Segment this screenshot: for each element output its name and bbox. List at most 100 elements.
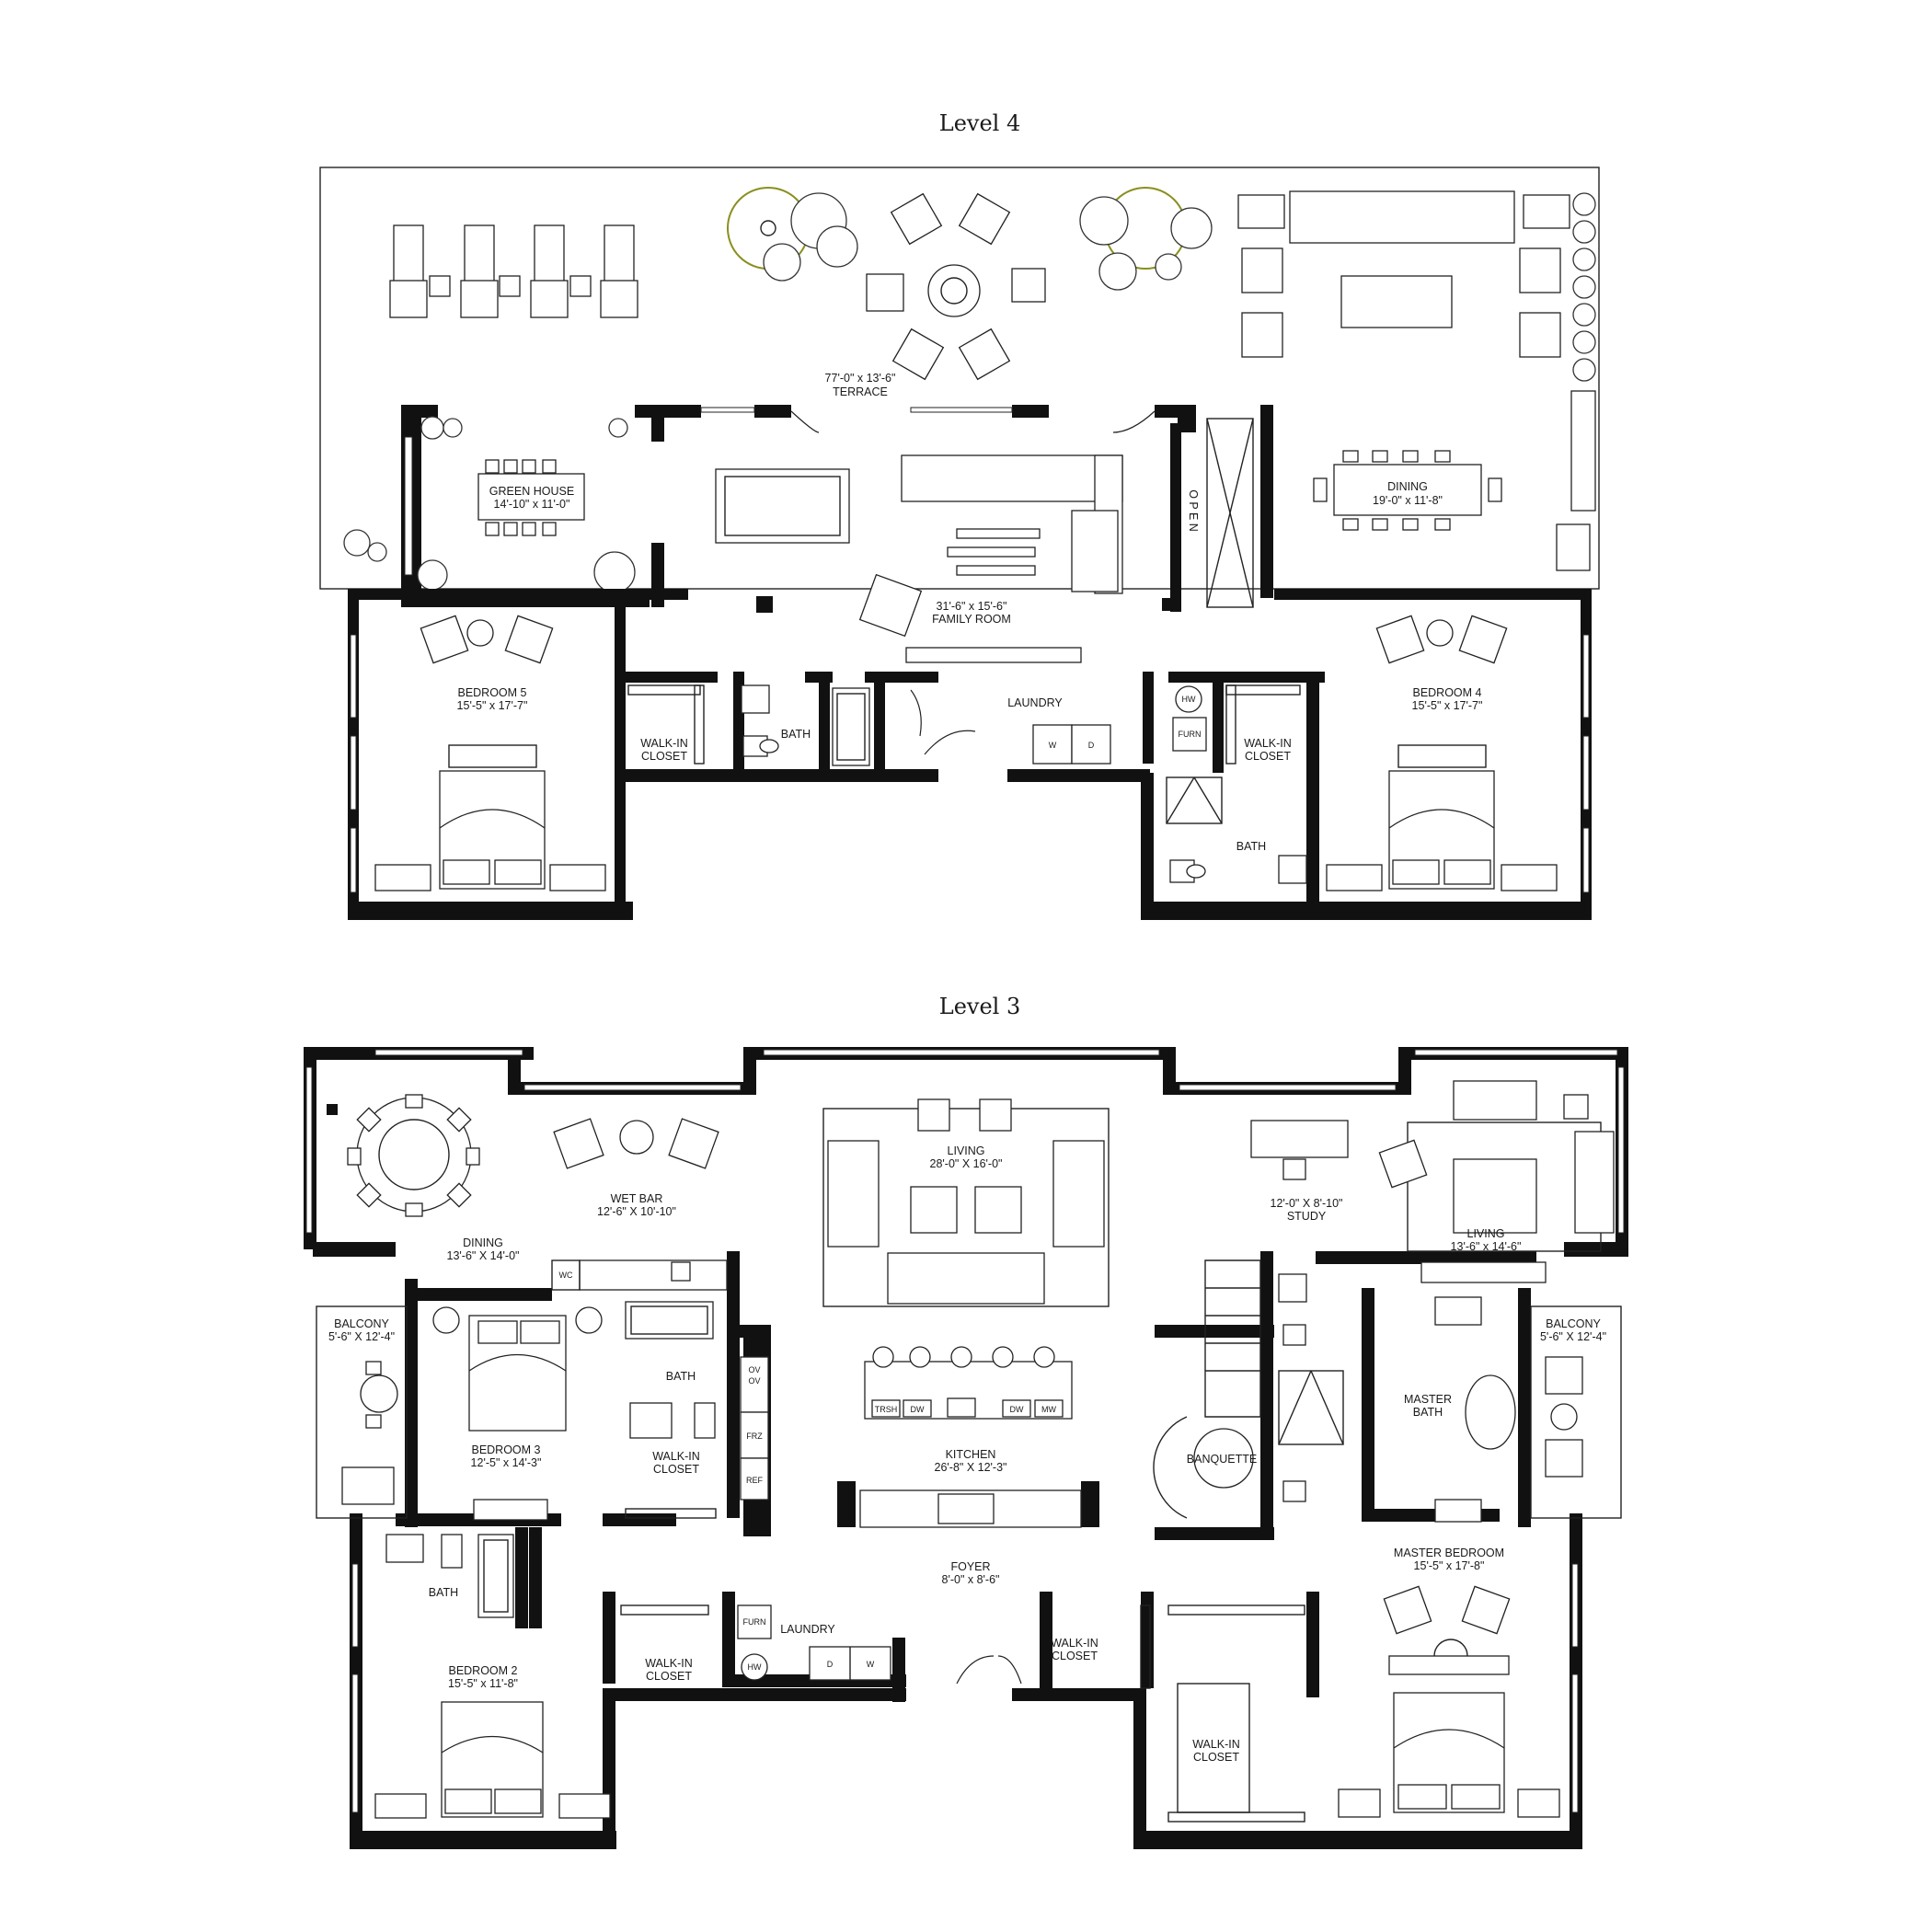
walk-in-master-2: CLOSET — [1193, 1751, 1239, 1764]
bedroom-5: BEDROOM 5 15'-5" x 17'-7" — [374, 615, 606, 891]
wc-label: WC — [559, 1271, 573, 1280]
walk-in-b2-1: WALK-IN — [645, 1657, 693, 1670]
family-room-size: 31'-6" x 15'-6" — [937, 600, 1007, 613]
laundry-l4-label: LAUNDRY — [1007, 696, 1063, 709]
walk-in-foyer-1: WALK-IN — [1051, 1637, 1098, 1650]
stair-open: O P E N — [1170, 405, 1273, 612]
dw-2: DW — [1010, 1405, 1024, 1414]
family-room: 31'-6" x 15'-6" FAMILY ROOM — [664, 405, 1196, 663]
walk-in-b3-2: CLOSET — [653, 1463, 699, 1476]
terrace-name: TERRACE — [833, 385, 888, 398]
bath-b3: BATH — [625, 1301, 716, 1439]
bath-l4-right-label: BATH — [1236, 840, 1266, 853]
study: 12'-0" X 8'-10" STUDY — [1250, 1120, 1349, 1223]
dw-1: DW — [911, 1405, 925, 1414]
bedroom-4: BEDROOM 4 15'-5" x 17'-7" — [1326, 615, 1558, 891]
family-sofa — [901, 454, 1123, 594]
green-house-name: GREEN HOUSE — [489, 485, 574, 498]
bedroom-2: BEDROOM 2 15'-5" x 11'-8" — [374, 1664, 611, 1819]
bath-b2-label: BATH — [429, 1586, 458, 1599]
walk-in-master-1: WALK-IN — [1192, 1738, 1240, 1751]
dining-l3: DINING 13'-6" X 14'-0" — [327, 1094, 520, 1262]
balcony-left-name: BALCONY — [334, 1317, 389, 1330]
balcony-right: BALCONY 5'-6" X 12'-4" — [1530, 1305, 1622, 1519]
dining-l4-size: 19'-0" x 11'-8" — [1373, 494, 1443, 507]
trees-right — [1079, 187, 1213, 291]
master-bath: MASTER BATH — [1404, 1296, 1516, 1523]
walk-in-right-1: WALK-IN — [1244, 737, 1292, 750]
master-bedroom: MASTER BEDROOM 15'-5" x 17'-8" — [1338, 1547, 1560, 1818]
laundry-l3-label: LAUNDRY — [780, 1623, 835, 1636]
balcony-right-size: 5'-6" X 12'-4" — [1540, 1330, 1606, 1343]
balcony-right-name: BALCONY — [1546, 1317, 1601, 1330]
trsh: TRSH — [875, 1405, 898, 1414]
bedroom-5-size: 15'-5" x 17'-7" — [457, 699, 528, 712]
washer-l3: W — [867, 1660, 875, 1669]
dining-l4: DINING 19'-0" x 11'-8" — [1313, 450, 1502, 531]
terrace-lounge — [1237, 190, 1596, 571]
terrace-size: 77'-0" x 13'-6" — [825, 372, 896, 385]
bath-l4-right: BATH — [1166, 776, 1307, 884]
hw-l4: HW — [1182, 695, 1196, 704]
foyer-size: 8'-0" x 8'-6" — [942, 1573, 1000, 1586]
walk-in-master: WALK-IN CLOSET — [1167, 1604, 1305, 1823]
study-name: STUDY — [1287, 1210, 1327, 1223]
walk-in-b3: WALK-IN CLOSET — [625, 1450, 717, 1519]
level-4-title: Level 4 — [939, 110, 1020, 136]
bath-b2: BATH — [385, 1534, 514, 1618]
level-4-lower-walls — [348, 589, 1592, 920]
dining-l3-name: DINING — [463, 1236, 503, 1249]
lounge-chairs — [389, 224, 638, 318]
walk-in-left-1: WALK-IN — [640, 737, 688, 750]
wet-bar-name: WET BAR — [611, 1192, 663, 1205]
walk-in-closet-l4-right: WALK-IN CLOSET — [1225, 684, 1301, 765]
mw: MW — [1041, 1405, 1056, 1414]
master-wc — [1278, 1273, 1344, 1502]
bedroom-3-size: 12'-5" x 14'-3" — [471, 1456, 542, 1469]
living-right: LIVING 13'-6" x 14'-6" — [1378, 1080, 1615, 1283]
fire-pit-seating — [866, 192, 1046, 381]
walk-in-left-2: CLOSET — [641, 750, 687, 763]
laundry-l3: FURN HW D W LAUNDRY — [737, 1604, 891, 1681]
ov-1: OV — [748, 1365, 760, 1374]
dining-l4-name: DINING — [1387, 480, 1428, 493]
level-3-title: Level 3 — [939, 994, 1020, 1019]
master-bath-2: BATH — [1413, 1406, 1443, 1419]
dryer-l4: D — [1088, 741, 1095, 750]
frz: FRZ — [746, 1432, 763, 1441]
mechanical-l4: HW FURN — [1172, 685, 1207, 752]
walk-in-b2-2: CLOSET — [646, 1670, 692, 1683]
living-center: LIVING 28'-0" X 16'-0" — [822, 1098, 1110, 1307]
walk-in-right-2: CLOSET — [1245, 750, 1291, 763]
living-right-name: LIVING — [1467, 1227, 1505, 1240]
appliance-column: OV OV FRZ REF — [740, 1356, 769, 1501]
bath-b3-label: BATH — [666, 1370, 696, 1383]
living-center-size: 28'-0" X 16'-0" — [930, 1157, 1003, 1170]
bedroom-4-name: BEDROOM 4 — [1412, 686, 1481, 699]
banquette-label: BANQUETTE — [1187, 1453, 1257, 1466]
dining-l3-size: 13'-6" X 14'-0" — [447, 1249, 520, 1262]
living-center-name: LIVING — [948, 1144, 985, 1157]
level-4: Level 4 — [319, 110, 1600, 920]
kitchen-name: KITCHEN — [946, 1448, 996, 1461]
walk-in-b2: WALK-IN CLOSET — [620, 1604, 709, 1683]
trees-left — [727, 187, 858, 282]
walk-in-foyer-2: CLOSET — [1052, 1650, 1098, 1662]
bedroom-4-size: 15'-5" x 17'-7" — [1412, 699, 1483, 712]
wet-bar-size: 12'-6" X 10'-10" — [597, 1205, 676, 1218]
bedroom-2-name: BEDROOM 2 — [448, 1664, 517, 1677]
bath-l4-left-label: BATH — [781, 728, 811, 741]
furn-l4: FURN — [1179, 730, 1202, 739]
foyer: FOYER 8'-0" x 8'-6" — [942, 1560, 1022, 1685]
foyer-name: FOYER — [950, 1560, 990, 1573]
living-right-size: 13'-6" x 14'-6" — [1451, 1240, 1522, 1253]
walk-in-closet-l4-left: WALK-IN CLOSET — [627, 684, 705, 765]
walk-in-foyer: WALK-IN CLOSET — [1051, 1604, 1151, 1689]
bath-l4-left: BATH — [741, 684, 870, 766]
bedroom-3-name: BEDROOM 3 — [471, 1443, 540, 1456]
study-size: 12'-0" X 8'-10" — [1271, 1197, 1343, 1210]
ov-2: OV — [748, 1376, 760, 1386]
hw-l3: HW — [748, 1662, 762, 1672]
open-label: O P E N — [1187, 489, 1200, 532]
